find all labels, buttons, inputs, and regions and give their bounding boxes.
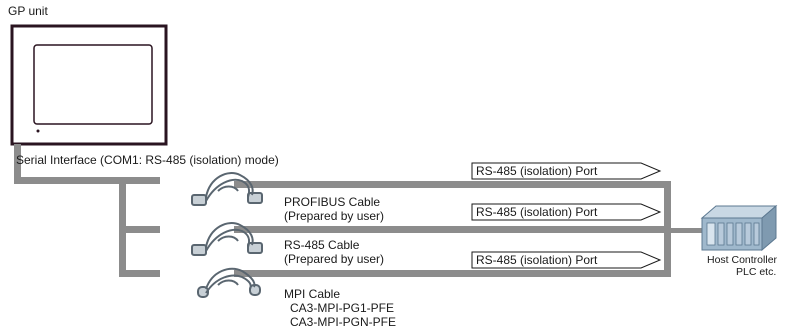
mini-din-cable-icon [197, 267, 261, 298]
bus-lines [14, 144, 702, 277]
port-arrow-3 [471, 251, 662, 269]
gp-unit-title: GP unit [8, 4, 48, 18]
gp-unit [10, 24, 168, 146]
gp-drop-line [14, 144, 21, 181]
port-arrow-2 [471, 203, 662, 221]
plc-icon [700, 204, 778, 252]
port-label-2: RS-485 (isolation) Port [476, 205, 598, 219]
mpi-cable-model-2: CA3-MPI-PGN-PFE [290, 315, 397, 329]
mpi-cable-name: MPI Cable [284, 287, 341, 301]
main-bus-line [14, 177, 160, 184]
gp-screen [33, 44, 153, 125]
host-controller-label: Host Controller [707, 254, 778, 266]
port-line-3 [234, 270, 671, 277]
profibus-cable-note: (Prepared by user) [284, 209, 385, 223]
rs485-cable-name: RS-485 Cable [284, 238, 360, 252]
port-label-3: RS-485 (isolation) Port [476, 253, 598, 267]
plc-label: PLC etc. [736, 266, 777, 278]
branch-line-3 [119, 270, 160, 277]
port-label-1: RS-485 (isolation) Port [476, 164, 598, 178]
port-arrow-1 [471, 162, 662, 180]
branch-line-2 [119, 226, 160, 233]
rs485-cable-note: (Prepared by user) [284, 252, 385, 266]
plc-link-line [664, 228, 702, 233]
port-line-1 [234, 181, 671, 188]
db9-cable-icon [191, 172, 263, 206]
port-line-2 [234, 226, 671, 233]
profibus-cable-name: PROFIBUS Cable [284, 195, 381, 209]
serial-interface-label: Serial Interface (COM1: RS-485 (isolatio… [16, 153, 279, 167]
mpi-cable-model-1: CA3-MPI-PG1-PFE [290, 301, 395, 315]
db9-cable-icon [191, 222, 263, 256]
gp-led [36, 129, 40, 133]
